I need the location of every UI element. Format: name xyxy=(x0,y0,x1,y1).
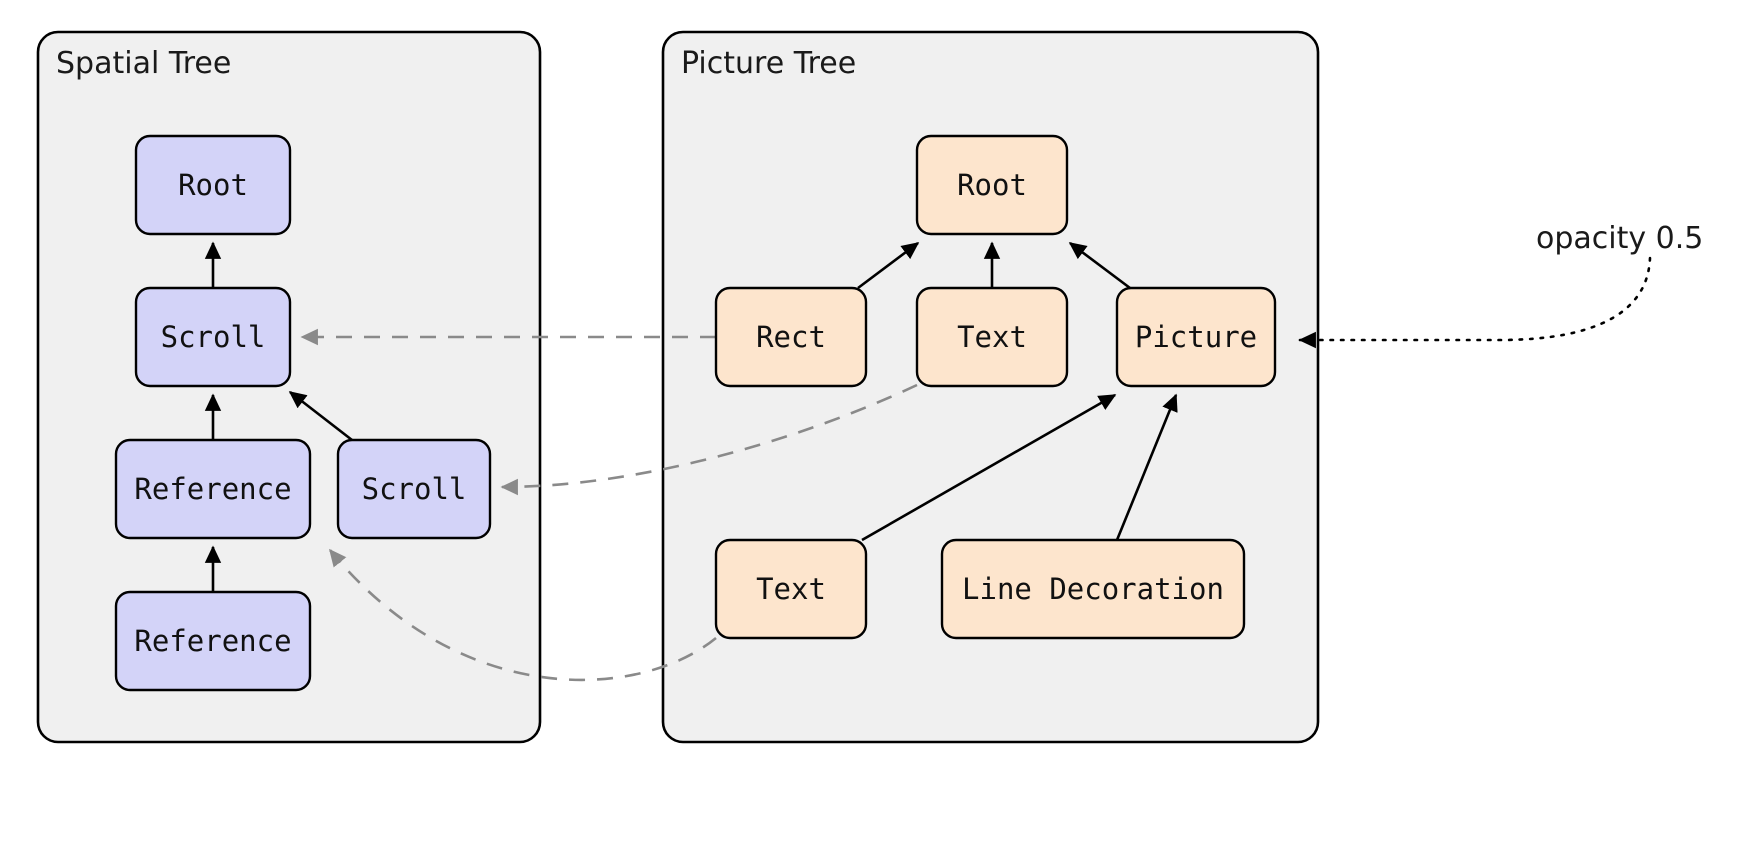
node-picture-text-1-box[interactable] xyxy=(915,286,1069,388)
node-spatial-scroll-1-label: Scroll xyxy=(161,320,266,354)
node-picture-line-decoration-box[interactable] xyxy=(940,538,1246,640)
node-spatial-reference-1-box[interactable] xyxy=(114,438,312,540)
node-spatial-root-label: Root xyxy=(178,168,248,202)
node-picture-root[interactable]: Root xyxy=(915,134,1069,236)
node-spatial-scroll-2[interactable]: Scroll xyxy=(336,438,492,540)
node-picture-text-2-label: Text xyxy=(756,572,826,606)
panel-spatial-tree-title: Spatial Tree xyxy=(56,46,231,81)
spatial-tree-edges xyxy=(204,241,353,592)
edge-scroll2-to-scroll1 xyxy=(288,390,353,442)
edge-linedecoration-to-picture xyxy=(1115,393,1178,541)
node-picture-line-decoration[interactable]: Line Decoration xyxy=(940,538,1246,640)
node-spatial-scroll-2-box[interactable] xyxy=(336,438,492,540)
node-spatial-reference-1[interactable]: Reference xyxy=(114,438,312,540)
node-picture-picture-box[interactable] xyxy=(1115,286,1277,388)
node-picture-rect-label: Rect xyxy=(756,320,826,354)
node-picture-rect-box[interactable] xyxy=(714,286,868,388)
node-picture-rect[interactable]: Rect xyxy=(714,286,868,388)
node-picture-text-1-label: Text xyxy=(957,320,1027,354)
cross-tree-edges xyxy=(300,328,918,682)
node-picture-text-2[interactable]: Text xyxy=(714,538,868,640)
node-spatial-reference-1-label: Reference xyxy=(134,472,291,506)
node-spatial-reference-2[interactable]: Reference xyxy=(114,590,312,692)
edge-picture-to-root xyxy=(1068,241,1131,290)
spatial-tree-nodes: Root Scroll Reference Scroll Reference xyxy=(114,134,492,692)
node-picture-line-decoration-label: Line Decoration xyxy=(962,572,1224,606)
node-spatial-scroll-1[interactable]: Scroll xyxy=(134,286,292,388)
node-spatial-root-box[interactable] xyxy=(134,134,292,236)
opacity-annotation-label: opacity 0.5 xyxy=(1536,221,1703,256)
node-spatial-scroll-2-label: Scroll xyxy=(362,472,467,506)
node-spatial-root[interactable]: Root xyxy=(134,134,292,236)
node-picture-root-label: Root xyxy=(957,168,1027,202)
edge-text2-to-picture xyxy=(861,393,1117,542)
node-picture-text-1[interactable]: Text xyxy=(915,286,1069,388)
opacity-annotation-arrow xyxy=(1298,256,1652,349)
node-spatial-reference-2-box[interactable] xyxy=(114,590,312,692)
node-spatial-reference-2-label: Reference xyxy=(134,624,291,658)
node-picture-text-2-box[interactable] xyxy=(714,538,868,640)
opacity-annotation: opacity 0.5 xyxy=(1298,221,1703,349)
edge-rect-to-root xyxy=(857,241,920,290)
cross-edge-text-to-reference xyxy=(328,548,717,682)
picture-tree-edges xyxy=(857,241,1178,542)
node-picture-root-box[interactable] xyxy=(915,134,1069,236)
panel-picture-tree-title: Picture Tree xyxy=(681,46,856,81)
picture-tree-nodes: Root Rect Text Picture Text Line Decorat… xyxy=(714,134,1277,640)
node-picture-picture[interactable]: Picture xyxy=(1115,286,1277,388)
node-picture-picture-label: Picture xyxy=(1135,320,1257,354)
node-spatial-scroll-1-box[interactable] xyxy=(134,286,292,388)
cross-edge-text-to-scroll xyxy=(500,383,918,496)
